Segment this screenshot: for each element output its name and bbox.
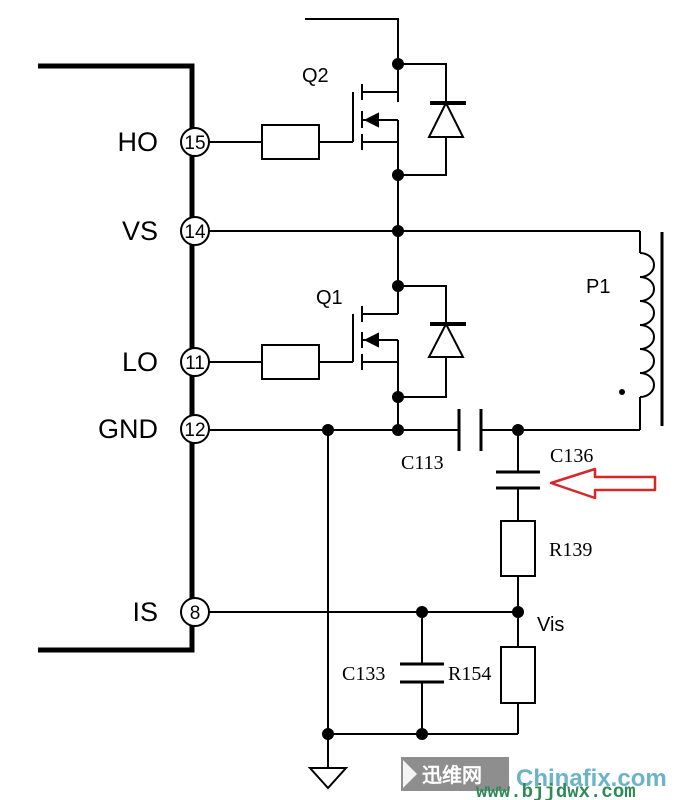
- capacitor-c136: [496, 470, 540, 490]
- junction-dots: [322, 58, 524, 740]
- inductor-p1: [639, 231, 664, 430]
- label-r139: R139: [549, 539, 592, 561]
- label-q1: Q1: [316, 287, 343, 309]
- label-c113: C113: [401, 452, 444, 474]
- watermark: 迅维网 Chinafix.com www.bjjdwx.com: [401, 757, 667, 800]
- resistor-lo-gate: [261, 344, 320, 380]
- diode-q2: [427, 100, 466, 138]
- label-q2: Q2: [302, 65, 329, 87]
- watermark-en-text: Chinafix.com: [516, 765, 667, 792]
- mosfet-q1: [352, 286, 399, 370]
- pin-gnd-number: 12: [184, 420, 205, 441]
- pin-gnd-label: GND: [98, 414, 158, 444]
- pin-ho-label: HO: [118, 127, 159, 157]
- label-c133: C133: [342, 663, 385, 685]
- pin-vs: VS 14: [122, 216, 210, 246]
- pin-ho-number: 15: [184, 133, 205, 154]
- diode-q1: [427, 321, 466, 358]
- pin-is-number: 8: [190, 603, 201, 624]
- pin-lo-label: LO: [122, 347, 158, 377]
- capacitor-c113: [457, 409, 483, 451]
- label-p1: P1: [586, 276, 610, 298]
- resistor-r154: [500, 646, 536, 704]
- pin-lo: LO 11: [122, 347, 210, 377]
- resistor-ho-gate: [261, 124, 320, 160]
- pin-ho: HO 15: [118, 127, 210, 157]
- label-c136: C136: [550, 445, 593, 467]
- pin-is: IS 8: [132, 597, 210, 627]
- wires: [209, 18, 640, 768]
- watermark-cn-text: 迅维网: [422, 763, 482, 787]
- inductor-polarity-dot: [619, 389, 625, 395]
- pin-is-label: IS: [132, 597, 158, 627]
- pin-vs-number: 14: [184, 222, 206, 243]
- pin-gnd: GND 12: [98, 414, 210, 444]
- label-r154: R154: [448, 663, 491, 685]
- capacitor-c133: [400, 662, 444, 684]
- watermark-url-text: www.bjjdwx.com: [476, 781, 636, 800]
- mosfet-q2: [352, 84, 399, 150]
- red-arrow-indicator: [549, 467, 657, 500]
- pin-lo-number: 11: [185, 353, 205, 374]
- resistor-r139: [500, 520, 536, 577]
- ground-symbol: [307, 767, 349, 790]
- label-vis: Vis: [537, 614, 564, 636]
- pin-vs-label: VS: [122, 216, 158, 246]
- ic-outline: [38, 63, 195, 653]
